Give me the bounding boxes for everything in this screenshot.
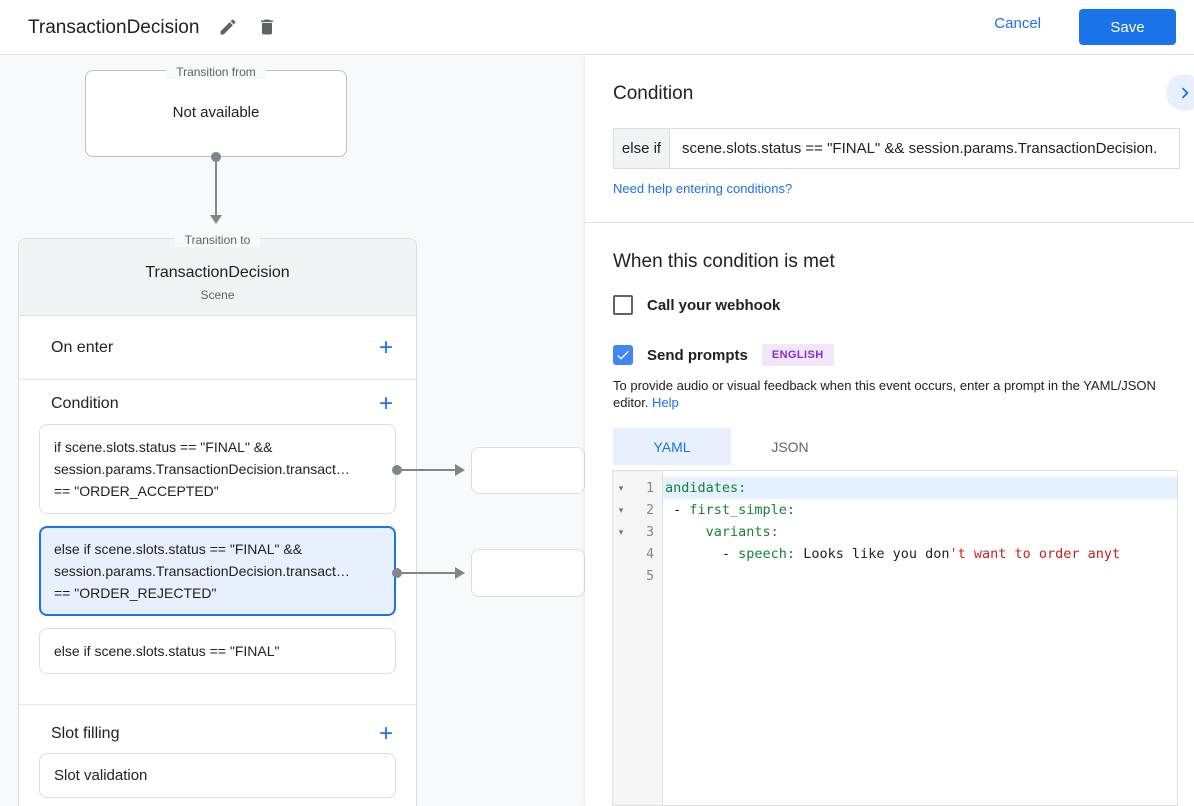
code-line[interactable] bbox=[663, 565, 1177, 587]
language-badge: ENGLISH bbox=[761, 344, 834, 366]
cancel-button[interactable]: Cancel bbox=[994, 15, 1041, 32]
collapse-panel-button[interactable] bbox=[1166, 74, 1194, 111]
slot-filling-label: Slot filling bbox=[51, 725, 120, 742]
chevron-right-icon bbox=[1174, 87, 1194, 107]
fold-arrow-icon[interactable]: ▾ bbox=[618, 482, 624, 493]
transition-to-label: Transition to bbox=[174, 233, 261, 247]
arrow-down-icon bbox=[210, 215, 222, 224]
transition-from-value: Not available bbox=[172, 104, 260, 121]
fold-arrow-icon[interactable]: ▾ bbox=[618, 526, 624, 537]
transition-target-box[interactable] bbox=[471, 549, 585, 597]
trash-icon bbox=[257, 19, 277, 40]
condition-help-link[interactable]: Need help entering conditions? bbox=[613, 181, 793, 196]
top-bar: TransactionDecision Cancel Save bbox=[0, 0, 1194, 55]
slot-validation-card[interactable]: Slot validation bbox=[39, 753, 396, 798]
connector-dot bbox=[392, 465, 402, 475]
webhook-row: Call your webhook bbox=[613, 295, 780, 315]
condition-section: Condition + if scene.slots.status == "FI… bbox=[19, 380, 416, 705]
when-met-title: When this condition is met bbox=[613, 251, 835, 272]
condition-expression-input[interactable] bbox=[669, 128, 1180, 169]
editor-tabs: YAML JSON bbox=[613, 428, 849, 465]
line-number: 3 bbox=[646, 524, 654, 540]
scene-canvas: Transition from Not available Transition… bbox=[0, 55, 585, 806]
condition-card[interactable]: if scene.slots.status == "FINAL" &&sessi… bbox=[39, 424, 396, 514]
code-line[interactable]: andidates: bbox=[663, 477, 1177, 499]
save-button[interactable]: Save bbox=[1079, 9, 1176, 45]
webhook-checkbox[interactable] bbox=[613, 295, 633, 315]
tab-json[interactable]: JSON bbox=[771, 438, 809, 455]
transition-from-label: Transition from bbox=[166, 65, 266, 79]
editor-gutter: ▾ 1 ▾ 2 ▾ 3 4 5 bbox=[613, 471, 663, 805]
arrow-right-icon bbox=[455, 567, 465, 579]
condition-card-selected[interactable]: else if scene.slots.status == "FINAL" &&… bbox=[39, 526, 396, 616]
condition-detail-panel: Condition else if Need help entering con… bbox=[585, 55, 1194, 806]
arrow-right-icon bbox=[455, 464, 465, 476]
connector-line bbox=[400, 572, 456, 574]
edit-title-button[interactable] bbox=[217, 17, 239, 39]
tab-yaml[interactable]: YAML bbox=[613, 428, 731, 465]
prompt-description: To provide audio or visual feedback when… bbox=[613, 378, 1156, 410]
editor-code-area[interactable]: andidates: - first_simple: variants: - s… bbox=[663, 471, 1177, 805]
slot-filling-section: Slot filling + Slot validation bbox=[19, 705, 416, 806]
webhook-label: Call your webhook bbox=[647, 296, 781, 314]
connector-dot bbox=[392, 568, 402, 578]
line-number: 5 bbox=[646, 568, 654, 584]
help-link[interactable]: Help bbox=[652, 395, 679, 410]
fold-arrow-icon[interactable]: ▾ bbox=[618, 504, 624, 515]
panel-title: Condition bbox=[613, 83, 694, 104]
add-on-enter-button[interactable]: + bbox=[372, 334, 400, 362]
scene-name: TransactionDecision bbox=[145, 264, 290, 281]
condition-cards: if scene.slots.status == "FINAL" &&sessi… bbox=[19, 424, 416, 674]
scene-header[interactable]: TransactionDecision Scene bbox=[19, 239, 416, 316]
transition-target-box[interactable] bbox=[471, 447, 585, 494]
page-title: TransactionDecision bbox=[28, 17, 200, 38]
transition-to-card: Transition to TransactionDecision Scene … bbox=[18, 233, 417, 806]
code-line[interactable]: - speech: Looks like you don't want to o… bbox=[665, 546, 1121, 562]
line-number: 1 bbox=[646, 480, 654, 496]
yaml-editor: ▾ 1 ▾ 2 ▾ 3 4 5 andidates: - first_simple: vari… bbox=[612, 470, 1178, 806]
connector-line bbox=[400, 469, 456, 471]
code-line[interactable]: variants: bbox=[705, 524, 779, 540]
transition-from-box: Transition from Not available bbox=[85, 65, 347, 157]
on-enter-section[interactable]: On enter + bbox=[19, 316, 416, 380]
connector-dot bbox=[211, 152, 221, 162]
send-prompts-row: Send prompts ENGLISH bbox=[613, 344, 834, 366]
add-slot-button[interactable]: + bbox=[372, 720, 400, 748]
line-number: 4 bbox=[646, 546, 654, 562]
condition-section-label: Condition bbox=[51, 395, 119, 412]
on-enter-label: On enter bbox=[51, 339, 114, 356]
connector-line bbox=[215, 157, 217, 216]
code-line[interactable]: - first_simple: bbox=[665, 502, 796, 518]
condition-input-row: else if bbox=[613, 128, 1180, 169]
condition-card[interactable]: else if scene.slots.status == "FINAL" bbox=[39, 628, 396, 674]
divider bbox=[585, 222, 1194, 223]
condition-prefix: else if bbox=[613, 128, 670, 169]
send-prompts-checkbox[interactable] bbox=[613, 345, 633, 365]
line-number: 2 bbox=[646, 502, 654, 518]
add-condition-button[interactable]: + bbox=[372, 390, 400, 418]
slot-cards: Slot validation bbox=[19, 753, 416, 798]
delete-scene-button[interactable] bbox=[256, 17, 278, 39]
send-prompts-label: Send prompts bbox=[647, 346, 748, 364]
scene-type: Scene bbox=[200, 288, 235, 302]
pencil-icon bbox=[218, 19, 238, 40]
